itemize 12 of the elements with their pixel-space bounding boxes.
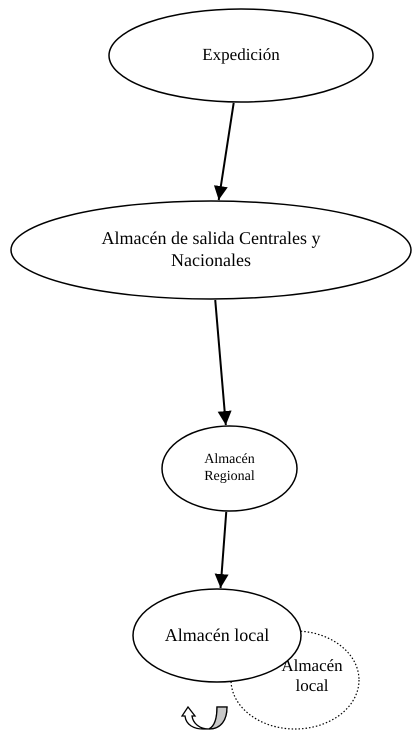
- node-label: Almacén local: [280, 656, 344, 697]
- arrow: [214, 102, 235, 200]
- node-label: Almacén local: [164, 624, 270, 646]
- arrow: [214, 300, 232, 426]
- node-label: Almacén Regional: [203, 452, 256, 486]
- node-label: Expedición: [202, 45, 280, 66]
- ellipse-node: [161, 425, 298, 512]
- ellipse-node: [10, 200, 412, 300]
- arrow: [214, 512, 229, 588]
- dotted-ellipse: [230, 630, 360, 730]
- node-label: Almacén de salida Centrales y Nacionales: [100, 228, 322, 272]
- ellipse-node: [108, 8, 374, 103]
